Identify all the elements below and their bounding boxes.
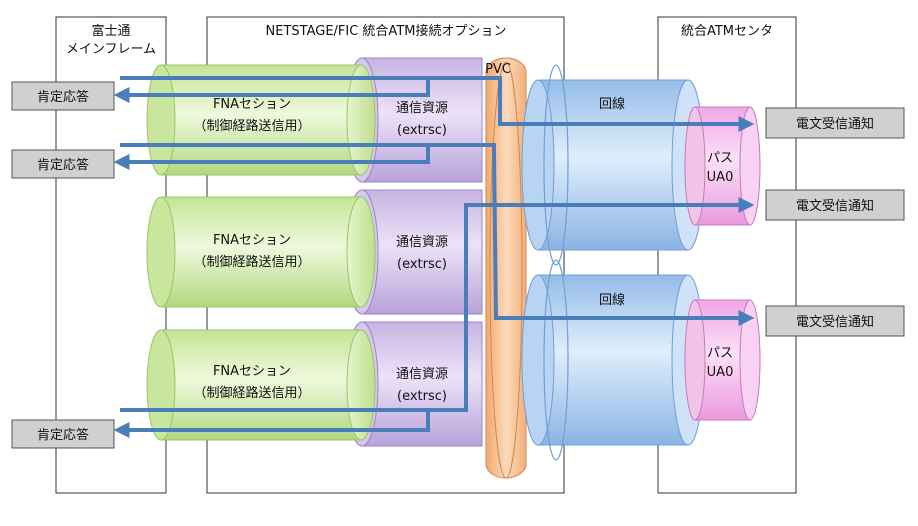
mainframe-title-line1: 富士通 — [91, 23, 130, 39]
session-name-1: FNAセション — [213, 97, 291, 112]
session-detail-1: （制御経路送信用） — [193, 118, 310, 134]
response-box-2: 肯定応答 — [11, 149, 115, 179]
resource-label-2: 通信資源 — [396, 235, 448, 250]
arrow-out-3 — [120, 197, 755, 412]
notification-label-2: 電文受信通知 — [796, 198, 874, 214]
pvc-tube: PVC — [485, 57, 527, 479]
path-label-1-line1: パス — [707, 151, 733, 166]
response-box-3: 肯定応答 — [11, 419, 115, 449]
line-cylinder-2: 回線 — [521, 259, 705, 461]
notification-box-2: 電文受信通知 — [765, 189, 905, 221]
arrow-ack-3 — [113, 410, 430, 438]
session-name-2: FNAセション — [213, 233, 291, 248]
response-label-1: 肯定応答 — [37, 89, 89, 105]
line-label-1: 回線 — [599, 96, 625, 112]
resource-label-1: 通信資源 — [396, 101, 448, 116]
response-label-3: 肯定応答 — [37, 427, 89, 443]
resource-id-3: (extrsc) — [397, 389, 447, 404]
resource-cylinder-2: 通信資源 (extrsc) — [345, 189, 483, 315]
notification-box-1: 電文受信通知 — [765, 107, 905, 139]
notification-label-1: 電文受信通知 — [796, 116, 874, 132]
resource-id-1: (extrsc) — [397, 123, 447, 138]
response-label-2: 肯定応答 — [37, 157, 89, 173]
session-name-3: FNAセション — [213, 364, 291, 379]
resource-id-2: (extrsc) — [397, 257, 447, 272]
session-detail-3: （制御経路送信用） — [193, 385, 310, 401]
arrow-ack-2 — [113, 145, 430, 170]
arrow-out-1 — [120, 76, 755, 132]
mainframe-title-line2: メインフレーム — [66, 42, 156, 57]
path-label-2-line1: パス — [707, 346, 733, 361]
pvc-label: PVC — [485, 62, 511, 77]
line-cylinder-1: 回線 — [521, 64, 705, 266]
line-label-2: 回線 — [599, 292, 625, 308]
notification-box-3: 電文受信通知 — [765, 305, 905, 337]
path-label-2-line2: UA0 — [707, 365, 734, 380]
resource-label-3: 通信資源 — [396, 367, 448, 382]
arrow-ack-1 — [113, 78, 430, 103]
session-detail-2: （制御経路送信用） — [193, 254, 310, 270]
session-cylinder-1: FNAセション （制御経路送信用） — [146, 64, 376, 176]
arrow-out-2 — [120, 143, 755, 326]
session-cylinder-3: FNAセション （制御経路送信用） — [146, 329, 376, 441]
atm-center-title: 統合ATMセンタ — [681, 24, 773, 39]
response-box-1: 肯定応答 — [11, 81, 115, 111]
netstage-title: NETSTAGE/FIC 統合ATM接続オプション — [266, 23, 507, 39]
path-label-1-line2: UA0 — [707, 170, 734, 185]
session-cylinder-2: FNAセション （制御経路送信用） — [146, 196, 376, 308]
notification-label-3: 電文受信通知 — [796, 314, 874, 330]
